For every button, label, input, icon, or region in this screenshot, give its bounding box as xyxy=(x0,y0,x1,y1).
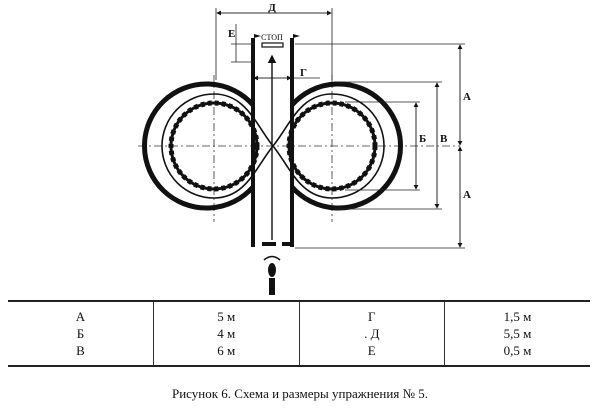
label-e: Е xyxy=(228,28,235,40)
cell: Б xyxy=(76,326,85,341)
label-a-bottom: А xyxy=(463,189,471,201)
cell: 5 м xyxy=(153,301,299,325)
figure-caption: Рисунок 6. Схема и размеры упражнения № … xyxy=(172,386,428,401)
label-a-top: А xyxy=(463,91,471,103)
dimension-lines xyxy=(215,8,465,249)
cell: В xyxy=(76,343,85,358)
label-v: В xyxy=(440,133,448,145)
center-lines xyxy=(138,75,460,222)
cell: Е xyxy=(298,342,445,366)
figure-eight-diagram: СТОП Д Е Г Б В А А xyxy=(138,2,471,295)
flags xyxy=(254,34,300,38)
table-row: В 6 м Е 0,5 м xyxy=(8,342,590,366)
cell: 1,5 м xyxy=(444,301,590,325)
stop-label: СТОП xyxy=(261,33,283,42)
motorcycle-icon xyxy=(263,255,281,295)
label-b: Б xyxy=(419,133,426,145)
left-circle xyxy=(141,81,260,211)
dimensions-table: А 5 м Г 1,5 м Б 4 м . Д 5,5 м В 6 м Е 0,… xyxy=(8,300,590,367)
table-row: А 5 м Г 1,5 м xyxy=(8,301,590,325)
right-circle xyxy=(286,81,404,211)
cell: Г xyxy=(298,301,445,325)
cell: А xyxy=(75,309,86,324)
cell: 5,5 м xyxy=(444,325,590,342)
cell: 4 м xyxy=(153,325,299,342)
label-d: Д xyxy=(268,2,276,14)
corridor-borders xyxy=(251,38,294,247)
table-row: Б 4 м . Д 5,5 м xyxy=(8,325,590,342)
label-g: Г xyxy=(300,67,307,79)
cell: . Д xyxy=(298,325,445,342)
stop-line xyxy=(261,42,284,48)
cell: 6 м xyxy=(153,342,299,366)
cell: 0,5 м xyxy=(444,342,590,366)
